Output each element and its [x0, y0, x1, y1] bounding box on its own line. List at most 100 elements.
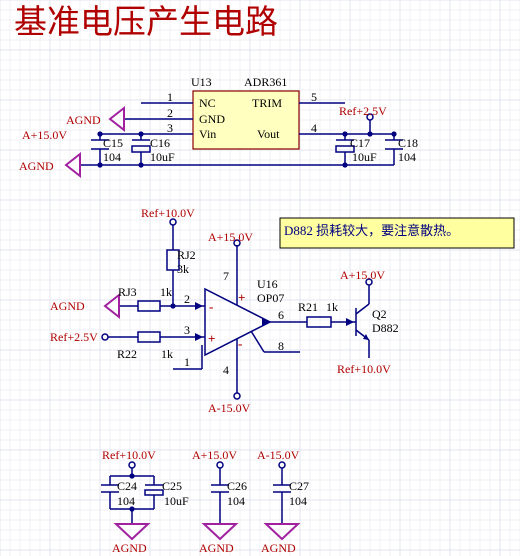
net-label-ref25-top: Ref+2.5V [339, 104, 387, 118]
c24-value: 104 [117, 494, 135, 508]
net-label-aneg15-u16: A-15.0V [208, 401, 251, 415]
u16-pin-number-3: 3 [184, 323, 190, 337]
q2-part: D882 [372, 321, 399, 335]
u16-inverting-sign: - [209, 299, 213, 314]
net-label-a15-decoupling: A+15.0V [192, 448, 237, 462]
c18-value: 104 [398, 150, 416, 164]
a15-port-u16[interactable] [233, 239, 241, 247]
ref25-port-r22[interactable] [101, 333, 109, 341]
r21-ref: R21 [298, 300, 318, 314]
u13-pin-name-vin: Vin [199, 127, 216, 141]
c26-ref: C26 [227, 479, 247, 493]
c17-plate-bottom[interactable] [335, 145, 355, 153]
opamp-arrows [195, 302, 369, 341]
junction-dot [129, 473, 135, 479]
net-label-ref10-rj2: Ref+10.0V [141, 206, 195, 220]
u13-body[interactable] [192, 90, 300, 150]
opamp-output-arrow [262, 318, 270, 326]
net-label-ref10-q2: Ref+10.0V [337, 362, 391, 376]
net-label-agnd-bottom: AGND [19, 159, 54, 173]
c15-ref: C15 [103, 136, 123, 150]
opamp-symbols-text: + - - + [208, 290, 245, 351]
r21-arrow [346, 318, 354, 326]
junction-dot [170, 303, 176, 309]
net-label-ref10-decoupling: Ref+10.0V [102, 448, 156, 462]
c27-ref: C27 [289, 479, 309, 493]
u13-pin-name-gnd: GND [199, 112, 225, 126]
opamp-junctions [170, 303, 176, 309]
rj3-value: 1k [160, 285, 172, 299]
u13-junctions [97, 131, 397, 168]
opamp-labels: RJ2 3k RJ3 1k R22 1k R21 1k 2 3 1 7 4 6 … [117, 248, 399, 377]
u16-pin-number-4: 4 [223, 363, 229, 377]
page-title: 基准电压产生电路 [14, 2, 278, 41]
u13-part: ADR361 [244, 75, 287, 89]
u16-part: OP07 [257, 291, 284, 305]
aneg15-port-u16[interactable] [233, 392, 241, 400]
u13-pin-number-2: 2 [167, 106, 173, 120]
net-label-agnd-c27: AGND [261, 541, 296, 555]
junction-dot [138, 131, 144, 137]
u16-body[interactable] [204, 287, 272, 357]
c16-plate-bottom[interactable] [131, 145, 151, 153]
agnd-triangle-c24-c25[interactable] [113, 523, 151, 541]
agnd-triangle-c27[interactable] [263, 523, 301, 541]
r22-ref: R22 [117, 347, 137, 361]
decoupling-ground-symbols [113, 523, 301, 541]
r22-value: 1k [161, 347, 173, 361]
u13-net-labels: AGND A+15.0V AGND Ref+2.5V [19, 104, 387, 173]
a15-port-q2[interactable] [365, 278, 373, 286]
c17-value: 10uF [352, 150, 377, 164]
c18-ref: C18 [398, 136, 418, 150]
u13-pin-number-3: 3 [167, 121, 173, 135]
agnd-flag-bottom[interactable] [64, 151, 81, 179]
decoupling-net-labels: Ref+10.0V A+15.0V A-15.0V AGND AGND AGND [102, 448, 300, 555]
u13-cap-labels: C15 104 C16 10uF C17 10uF C18 104 [103, 136, 418, 164]
rj3-ref: RJ3 [118, 285, 137, 299]
agnd-flag-opamp[interactable] [103, 292, 120, 320]
u13-pin-number-4: 4 [311, 121, 317, 135]
c15-value: 104 [103, 150, 121, 164]
c17-ref: C17 [350, 136, 370, 150]
net-label-a15-input: A+15.0V [22, 128, 67, 142]
rj2-value: 3k [177, 262, 189, 276]
u13-ref: U13 [191, 75, 212, 89]
junction-dot [97, 162, 103, 168]
c25-value: 10uF [164, 494, 189, 508]
c25-ref: C25 [162, 479, 182, 493]
ref25-port[interactable] [366, 113, 374, 121]
agnd-triangle-c26[interactable] [201, 523, 239, 541]
junction-dot [97, 131, 103, 137]
junction-dot [138, 162, 144, 168]
junction-dot [129, 506, 135, 512]
decoupling-labels: C24 104 C25 10uF C26 104 C27 104 [117, 479, 309, 508]
u16-pin-number-8: 8 [278, 339, 284, 353]
junction-dot [342, 162, 348, 168]
net-label-aneg15-decoupling: A-15.0V [257, 448, 300, 462]
junction-dot [391, 131, 397, 137]
u16-noninverting-sign: + [208, 331, 215, 346]
net-label-agnd-top: AGND [66, 113, 101, 127]
u16-plus-sign: + [238, 290, 245, 305]
ref25-port-ring [366, 113, 374, 121]
u13-pin-name-vout: Vout [257, 127, 280, 141]
net-label-ref25-r22: Ref+2.5V [50, 330, 98, 344]
u13-pin-name-nc: NC [199, 96, 216, 110]
u16-pin-number-7: 7 [223, 269, 229, 283]
ref10-port-decoupling[interactable] [128, 461, 136, 469]
note-text: D882 损耗较大，要注意散热。 [284, 223, 459, 238]
u13-pin-number-5: 5 [311, 90, 317, 104]
note-box [279, 217, 515, 249]
r22-arrow [195, 333, 203, 341]
c27-value: 104 [289, 494, 307, 508]
agnd-flag-top[interactable] [108, 105, 125, 133]
ref10-port-rj2[interactable] [169, 218, 177, 226]
aneg15-port-decoupling[interactable] [278, 461, 286, 469]
a15-port-decoupling[interactable] [216, 461, 224, 469]
opamp-ports [101, 218, 373, 400]
net-label-agnd-c24-c25: AGND [112, 541, 147, 555]
c24-ref: C24 [117, 479, 137, 493]
u13-labels: U13 ADR361 NC GND Vin TRIM Vout 1 2 3 5 … [167, 75, 317, 141]
opamp-net-labels: Ref+10.0V A+15.0V A+15.0V AGND Ref+2.5V … [50, 206, 391, 415]
